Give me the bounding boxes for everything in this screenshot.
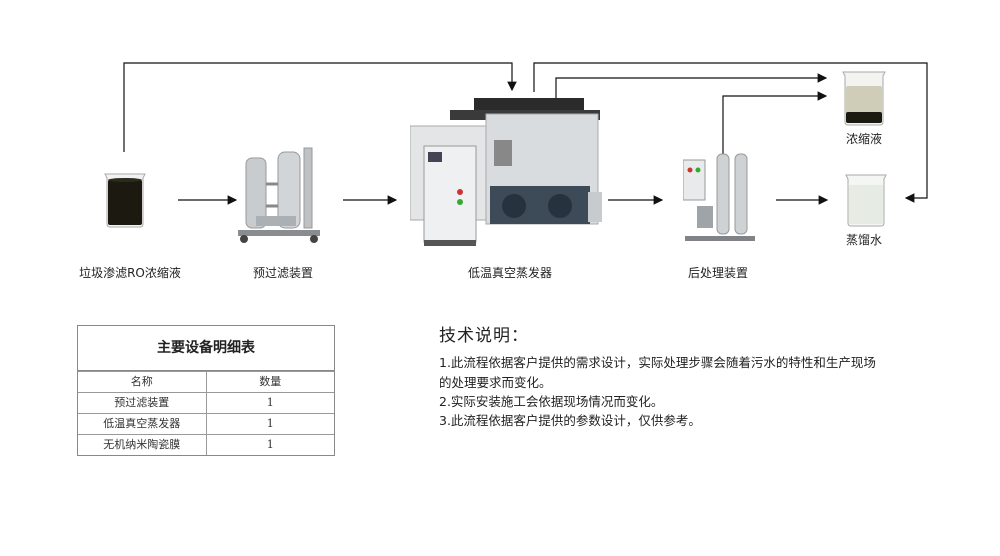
row-name: 预过滤装置 [114,396,170,409]
raw-leachate-beaker-icon [104,173,146,228]
header-quantity: 数量 [205,372,335,392]
row-quantity: 1 [205,393,335,413]
stage-label-prefilter: 预过滤装置 [252,266,313,280]
row-quantity: 1 [205,435,335,455]
tech-note-line: 3.此流程依据客户提供的参数设计，仅供参考。 [439,413,701,428]
stage-label-evaporator: 低温真空蒸发器 [467,266,552,280]
stage-label-posttreatment: 后处理装置 [687,266,748,280]
prefilter-equipment-icon [238,147,320,243]
arrow-posttreatment-to-concentrate [722,91,828,160]
equipment-table: 主要设备明细表 名称 数量 预过滤装置 1 低温真空蒸发器 1 无机纳米陶瓷膜 … [77,325,335,456]
table-row: 低温真空蒸发器 1 [78,413,334,434]
vacuum-evaporator-icon [410,98,602,246]
table-header-row: 名称 数量 [78,371,334,392]
equipment-table-title: 主要设备明细表 [78,326,334,371]
row-name: 无机纳米陶瓷膜 [103,438,181,451]
arrow-distilled-return [533,62,928,203]
tech-note-line: 2.实际安装施工会依据现场情况而变化。 [439,394,664,409]
table-row: 预过滤装置 1 [78,392,334,413]
tech-note-line: 1.此流程依据客户提供的需求设计，实际处理步骤会随着污水的特性和生产现场 [439,355,876,370]
tech-note-line: 的处理要求而变化。 [439,375,552,390]
posttreatment-equipment-icon [683,153,755,241]
output-label-concentrate: 浓缩液 [845,132,882,146]
tech-notes-title: 技术说明： [439,326,529,346]
distilled-water-beaker-icon [845,174,887,227]
row-quantity: 1 [205,414,335,434]
stage-label-raw-leachate: 垃圾渗滤RO浓缩液 [79,266,181,280]
output-label-distilled: 蒸馏水 [845,233,882,247]
arrow-raw-recycle [123,62,517,152]
concentrate-beaker-icon [842,71,886,126]
row-name: 低温真空蒸发器 [103,417,181,430]
header-name: 名称 [130,375,153,388]
table-row: 无机纳米陶瓷膜 1 [78,434,334,455]
